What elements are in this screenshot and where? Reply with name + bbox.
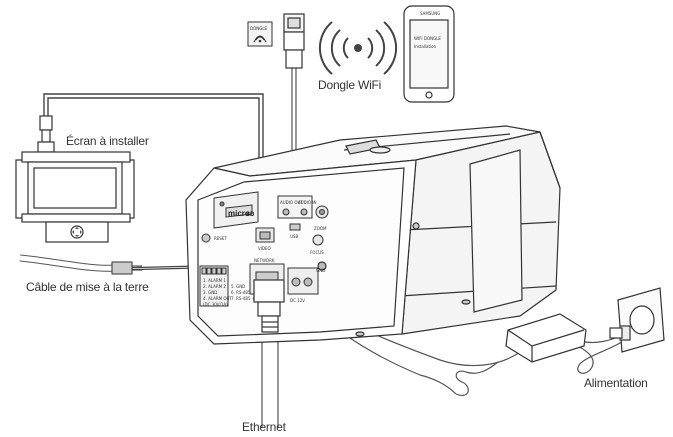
wall-socket [609,287,665,353]
label-power: Alimentation [584,376,648,390]
terminal-line-2: 2. ALARM 2 [203,284,226,289]
terminal-block: 1. ALARM 1 2. ALARM 2 3. GND 4. ALARM OU… [199,265,255,307]
label-ground-cable: Câble de mise à la terre [26,280,149,294]
ground-cable [19,254,199,272]
dc12v-label: DC 12V [290,298,305,303]
phone-line-1: WIFI DONGLE [414,36,441,41]
terminal-line-5: (DC 30V/1A) [203,302,228,307]
wifi-badge-icon [253,35,267,43]
audio-in-label: AUDIO IN [298,200,317,205]
label-ethernet: Ethernet [242,420,286,434]
ethernet-plug [253,279,285,333]
label-monitor: Écran à installer [66,134,149,148]
power-adapter [505,313,587,363]
terminal-line-8: 7. RS-485 + [231,296,255,301]
zoom-focus-controls: ZOOM FOCUS [310,205,329,255]
usb-port: USB [289,223,301,239]
terminal-line-4: 4. ALARM OUT [203,296,232,301]
audio-out-label: AUDIO OUT [280,200,303,205]
network-label: NETWORK [254,258,275,263]
phone-header: SAMSUNG [420,11,440,16]
video-port: VIDEO [255,227,275,251]
ethernet-cable [261,330,279,428]
micro-sd-logo-sd: SD [246,212,255,218]
zoom-label: ZOOM [314,226,327,231]
wifi-badge: DONGLE [247,21,273,47]
wifi-dongle [283,13,305,69]
micro-sd-logo: micro [228,209,250,218]
usb-label: USB [290,234,298,239]
wifi-signal-icon [318,21,398,75]
micro-sd-slot: micro SD [213,191,259,229]
reset-button[interactable] [201,233,211,243]
terminal-line-7: 6. RS-485 - [231,290,254,295]
audio-ports: AUDIO OUT AUDIO IN [277,195,317,219]
label-wifi-dongle: Dongle WiFi [318,78,382,92]
terminal-line-3: 3. GND [203,290,217,295]
wifi-badge-label: DONGLE [250,26,268,31]
phone-line-2: Installation [414,44,437,49]
ground-cable-end [111,261,142,275]
terminal-line-6: 5. GND [231,284,245,289]
smartphone-icon: SAMSUNG WIFI DONGLE Installation [403,5,455,103]
focus-label: FOCUS [310,250,324,255]
monitor-icon [15,115,135,243]
dc-power-port: DC 12V GND [287,267,325,303]
gnd-label: GND [316,268,325,273]
reset-label: RESET [214,236,227,241]
terminal-line-1: 1. ALARM 1 [203,278,226,283]
video-label: VIDEO [258,246,271,251]
camera-body [185,125,561,345]
